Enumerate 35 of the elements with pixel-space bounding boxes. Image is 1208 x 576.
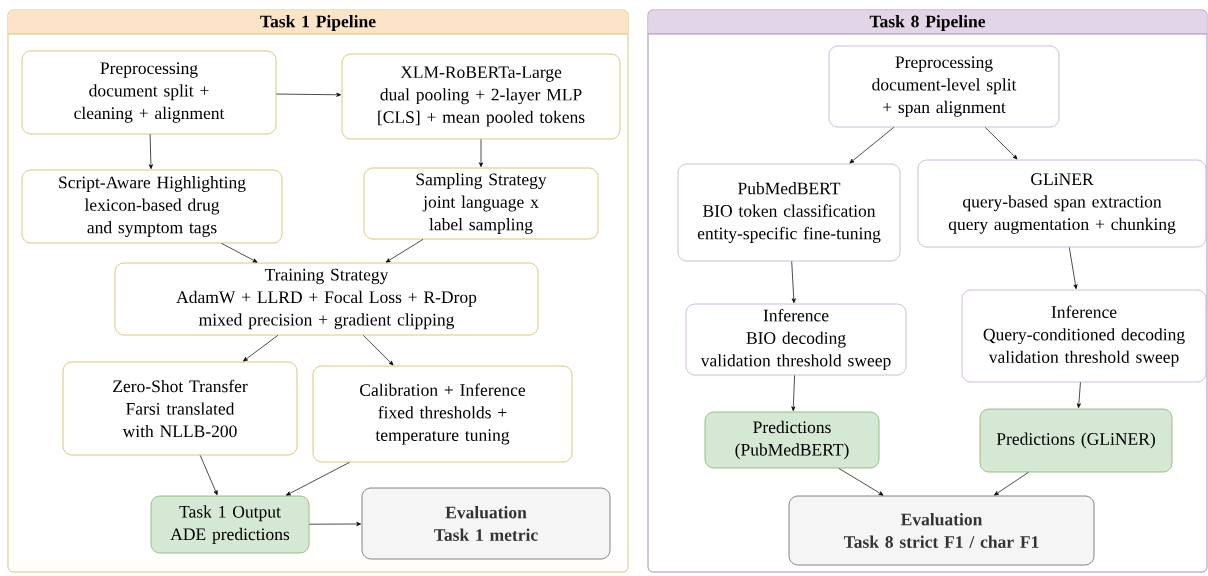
arrow <box>994 472 1029 496</box>
arrow <box>309 521 362 527</box>
arrow <box>221 243 258 263</box>
arrow <box>791 261 796 304</box>
arrow <box>1076 382 1081 409</box>
arrow <box>984 127 1018 160</box>
process-box: Predictions (PubMedBERT) <box>704 411 880 469</box>
arrow <box>243 335 279 362</box>
evaluation-box: Evaluation Task 8 strict F1 / char F1 <box>788 495 1095 566</box>
process-box: GLiNER query-based span extraction query augmentation + chunking <box>917 159 1207 248</box>
arrow <box>478 139 484 168</box>
arrow <box>362 335 394 366</box>
arrow <box>1068 247 1078 290</box>
arrow <box>199 455 218 496</box>
process-box: Predictions (GLiNER) <box>979 408 1173 473</box>
process-box: Inference Query-conditioned decoding validation threshold sweep <box>961 289 1207 383</box>
process-box: XLM-RoBERTa-Large dual pooling + 2-layer MLP [CLS] + mean pooled tokens <box>341 53 621 140</box>
arrow <box>385 239 424 263</box>
evaluation-box: Evaluation Task 1 metric <box>361 487 611 560</box>
arrow <box>849 127 895 164</box>
process-box: PubMedBERT BIO token classification entity-specific fine-tuning <box>677 163 901 262</box>
process-box: Calibration + Inference fixed thresholds + temperature tuning <box>312 365 573 463</box>
arrow <box>838 468 884 496</box>
arrow <box>791 375 796 412</box>
arrow <box>276 92 342 97</box>
arrow <box>286 462 350 496</box>
process-box: Training Strategy AdamW + LLRD + Focal Loss + R-Drop mixed precision + gradient clipping <box>114 262 539 336</box>
process-box: Inference BIO decoding validation threshold sweep <box>685 303 907 376</box>
process-box: Preprocessing document split + cleaning + alignment <box>21 50 277 135</box>
process-box: Script-Aware Highlighting lexicon-based drug and symptom tags <box>21 169 283 244</box>
process-box: Zero-Shot Transfer Farsi translated with NLLB-200 <box>62 361 298 456</box>
process-box: Preprocessing document-level split + span alignment <box>828 45 1060 128</box>
process-box: Task 1 Output ADE predictions <box>150 495 310 554</box>
process-box: Sampling Strategy joint language x label sampling <box>363 167 599 240</box>
arrow <box>148 134 153 170</box>
